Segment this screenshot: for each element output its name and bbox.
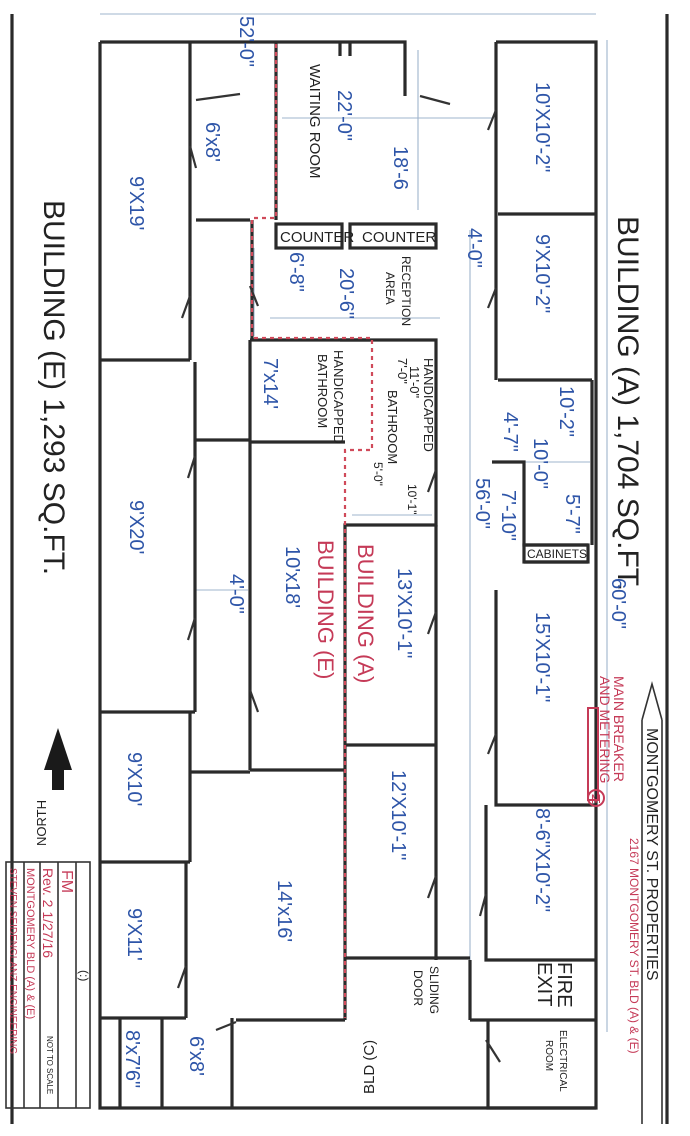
dim-hcbath-a-d: 7'-0"	[395, 358, 410, 384]
room-e-hc-bath-size: 7'x14'	[259, 358, 281, 409]
main-breaker-label: MAIN BREAKER	[611, 676, 627, 782]
waiting-room-label: WAITING ROOM	[306, 64, 323, 178]
dim-waiting-depth: 18'-6	[389, 146, 411, 190]
dim-hcbath-a-bl: 5'-0"	[371, 462, 385, 486]
hc-bath-a-line2: BATHROOM	[385, 390, 400, 464]
fire-label: FIRE	[553, 962, 575, 1008]
building-a-label: BUILDING (A)	[353, 544, 378, 683]
dim-top-width: 52'-0"	[235, 16, 257, 67]
room-a-10-2: 10'-2"	[555, 386, 577, 437]
building-e-title: BUILDING (E) 1,293 SQ.FT.	[37, 200, 70, 575]
building-e-label: BUILDING (E)	[313, 540, 338, 679]
dim-corridor-a: 4'-0"	[463, 228, 485, 268]
sliding-label: SLIDING	[427, 966, 441, 1014]
tb-scale: NOT TO SCALE	[45, 1036, 54, 1094]
tb-revision: Rev. 2 1/27/16	[40, 868, 56, 958]
door-swings	[176, 92, 501, 1063]
room-a-12x10-1: 12'X10'-1"	[387, 770, 409, 860]
dim-5-7: 5'-7"	[561, 494, 583, 534]
cabinets-box	[522, 543, 590, 564]
exit-label: EXIT	[533, 962, 555, 1006]
reception-label: RECEPTION	[399, 256, 413, 326]
dim-hcbath-a-w: 11'-0"	[407, 366, 422, 399]
tb-face: (:)	[77, 970, 91, 981]
building-e-walls	[98, 40, 370, 1110]
room-e-6x8-top: 6'x8'	[201, 122, 223, 162]
dim-reception-h: 6'-8"	[285, 252, 307, 292]
title-block	[5, 861, 91, 1109]
dim-7-10: 7'-10"	[497, 490, 519, 541]
room-a-8-6x10-2: 8'-6"X10'-2"	[531, 808, 553, 912]
hc-bath-e-line1: HANDICAPPED	[331, 350, 346, 444]
tb-initials: FM	[58, 870, 75, 893]
meter-symbol: M	[591, 792, 601, 806]
room-a-13x10-1: 13'X10'-1"	[393, 568, 415, 658]
north-arrow	[44, 728, 72, 790]
property-name: MONTGOMERY ST. PROPERTIES	[643, 728, 660, 981]
room-e-9x19: 9'X19'	[125, 176, 147, 230]
dim-reception-w: 20'-6"	[335, 268, 357, 319]
dim-length-56: 56'-0"	[471, 478, 493, 529]
north-label: NORTH	[34, 800, 49, 846]
room-e-9x20: 9'X20'	[125, 500, 147, 554]
electrical-label: ELECTRICAL	[557, 1030, 568, 1092]
building-a-title: BUILDING (A) 1,704 SQ.FT.	[611, 216, 644, 591]
tb-project: MONTGOMERY BLD (A) & (E)	[24, 868, 36, 1019]
counter-left	[274, 222, 344, 250]
door-label: DOOR	[411, 970, 425, 1006]
room-a-10x10-2: 10'X10'-2"	[531, 82, 553, 172]
dimension-lines	[100, 13, 608, 1032]
counter-right-label: COUNTER	[362, 229, 436, 246]
room-e-9x10: 9'X10'	[123, 752, 145, 806]
red-property-line	[250, 44, 374, 1018]
property-address: 2167 MONTGOMERY ST. BLD (A) & (E)	[627, 838, 641, 1054]
room-e-10x18: 10'x18'	[281, 546, 303, 608]
room-e-14x16: 14'x16'	[273, 880, 295, 942]
hc-bath-e-line2: BATHROOM	[315, 354, 330, 428]
room-a-9x10-2: 9'X10'-2"	[531, 234, 553, 313]
dim-hcbath-a-br: 10'-1"	[405, 484, 419, 515]
room-a-15x10-1: 15'X10'-1"	[531, 612, 553, 702]
dim-length-60: 60'-0"	[607, 578, 629, 629]
and-metering-label: AND METERING	[597, 676, 613, 783]
property-callout-frame	[641, 681, 663, 1124]
counter-right	[348, 222, 438, 250]
dim-corridor-e: 4'-0"	[225, 574, 247, 614]
room-e-9x11: 9'X11'	[123, 908, 145, 961]
room-e-6x8-bottom: 6'x8'	[185, 1036, 207, 1076]
hc-bath-a-line1: HANDICAPPED	[421, 358, 436, 452]
bld-c-label: BLD (C)	[361, 1040, 378, 1094]
counter-left-label: COUNTER	[280, 229, 354, 246]
dim-10-0: 10'-0"	[529, 438, 551, 489]
electrical-room-label: ROOM	[543, 1040, 554, 1071]
tb-engineer: STEVEN SEIDENGLANZ ENGINEERING	[7, 868, 18, 1054]
main-breaker-box	[587, 707, 605, 807]
cabinets-label: CABINETS	[527, 547, 587, 561]
reception-area-label: AREA	[383, 272, 397, 305]
dim-waiting-width: 22'-0"	[333, 90, 355, 141]
dim-4-7: 4'-7"	[499, 412, 521, 452]
room-e-8x7-6: 8'x7'6"	[121, 1030, 143, 1088]
